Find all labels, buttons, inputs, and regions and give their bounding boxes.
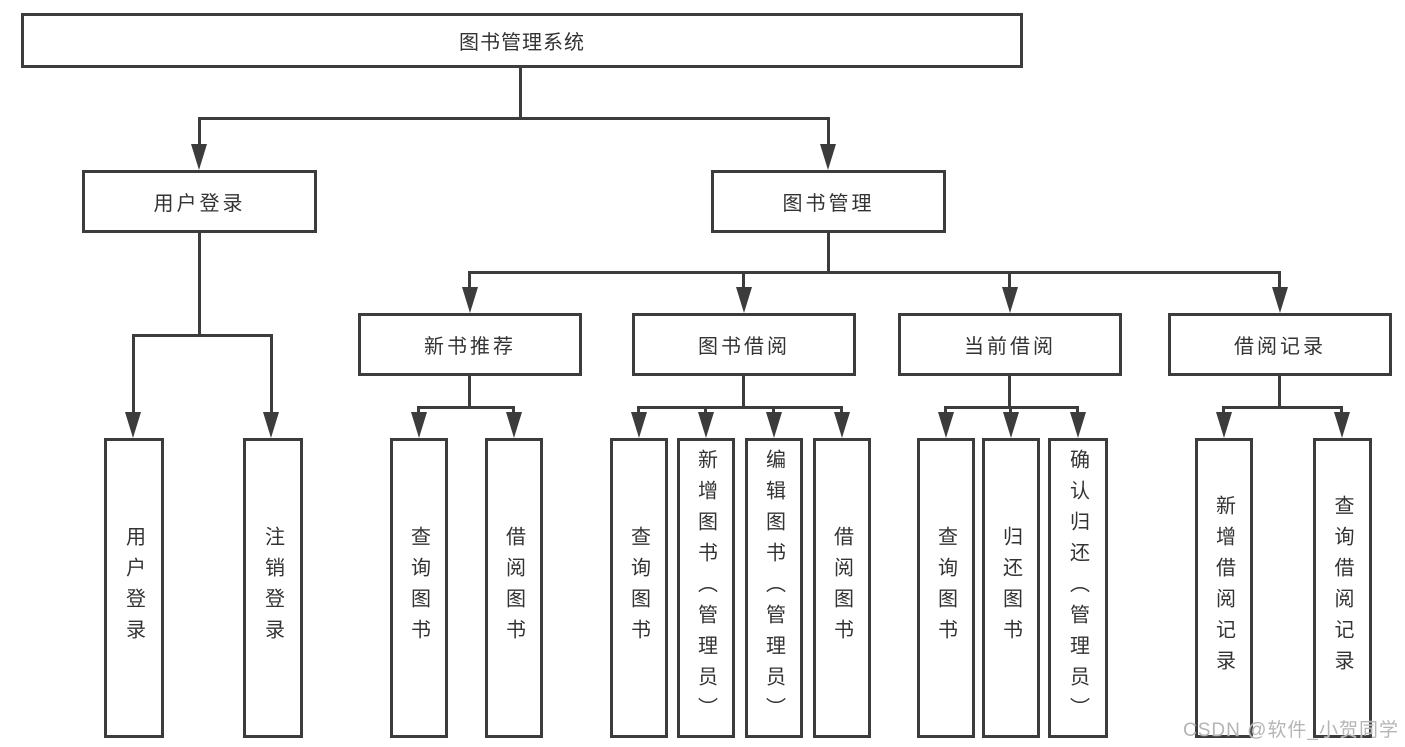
connector-line (742, 376, 745, 409)
connector-line (468, 271, 471, 289)
connector-line (704, 406, 707, 416)
connector-line (198, 117, 830, 120)
csdn-watermark: CSDN @软件_小贺同学 (1183, 720, 1399, 741)
connector-line (270, 334, 273, 416)
connector-line (417, 406, 420, 416)
connector-line (512, 406, 515, 416)
connector-line (1278, 271, 1281, 289)
connector-line (944, 406, 947, 416)
arrowhead-icon (1070, 412, 1086, 438)
arrowhead-icon (191, 144, 207, 170)
connector-line (468, 376, 471, 409)
node-borrow-records: 借阅记录 (1168, 313, 1392, 376)
leaf-bb-query-books: 查询图书 (610, 438, 668, 738)
arrowhead-icon (125, 412, 141, 438)
connector-line (132, 334, 135, 416)
node-book-borrow: 图书借阅 (632, 313, 856, 376)
node-user-login: 用户登录 (82, 170, 317, 233)
connector-line (1009, 406, 1012, 416)
leaf-bb-borrow-books: 借阅图书 (813, 438, 871, 738)
connector-line (417, 406, 515, 409)
connector-line (1008, 376, 1011, 409)
arrowhead-icon (1002, 287, 1018, 313)
arrowhead-icon (766, 412, 782, 438)
connector-line (1340, 406, 1343, 416)
connector-line (1222, 406, 1225, 416)
arrowhead-icon (698, 412, 714, 438)
arrowhead-icon (631, 412, 647, 438)
leaf-bb-edit-books-admin: 编辑图书（管理员） (745, 438, 803, 738)
leaf-bb-add-books-admin: 新增图书（管理员） (677, 438, 735, 738)
connector-line (132, 334, 273, 337)
leaf-user-login: 用户登录 (104, 438, 164, 738)
arrowhead-icon (462, 287, 478, 313)
node-book-management: 图书管理 (711, 170, 946, 233)
leaf-logout: 注销登录 (243, 438, 303, 738)
arrowhead-icon (834, 412, 850, 438)
leaf-br-query-record: 查询借阅记录 (1313, 438, 1372, 738)
arrowhead-icon (1216, 412, 1232, 438)
connector-line (198, 117, 201, 148)
connector-line (772, 406, 775, 416)
leaf-br-add-record: 新增借阅记录 (1195, 438, 1253, 738)
connector-line (1222, 406, 1342, 409)
connector-line (742, 271, 745, 289)
arrowhead-icon (1003, 412, 1019, 438)
node-library-system: 图书管理系统 (21, 13, 1023, 68)
connector-line (198, 233, 201, 336)
connector-line (827, 233, 830, 274)
connector-line (468, 271, 1280, 274)
arrowhead-icon (1272, 287, 1288, 313)
leaf-cb-query-books: 查询图书 (917, 438, 975, 738)
connector-line (1278, 376, 1281, 409)
connector-line (827, 117, 830, 148)
arrowhead-icon (263, 412, 279, 438)
node-current-borrow: 当前借阅 (898, 313, 1122, 376)
arrowhead-icon (1334, 412, 1350, 438)
connector-line (1076, 406, 1079, 416)
arrowhead-icon (506, 412, 522, 438)
arrowhead-icon (820, 144, 836, 170)
node-new-book-recommend: 新书推荐 (358, 313, 582, 376)
leaf-nb-borrow-books: 借阅图书 (485, 438, 543, 738)
leaf-cb-return-books: 归还图书 (982, 438, 1040, 738)
connector-line (637, 406, 640, 416)
leaf-cb-confirm-return-admin: 确认归还（管理员） (1048, 438, 1108, 738)
arrowhead-icon (411, 412, 427, 438)
arrowhead-icon (736, 287, 752, 313)
connector-line (1008, 271, 1011, 289)
arrowhead-icon (938, 412, 954, 438)
connector-line (519, 68, 522, 120)
leaf-nb-query-books: 查询图书 (390, 438, 448, 738)
connector-line (637, 406, 843, 409)
connector-line (840, 406, 843, 416)
